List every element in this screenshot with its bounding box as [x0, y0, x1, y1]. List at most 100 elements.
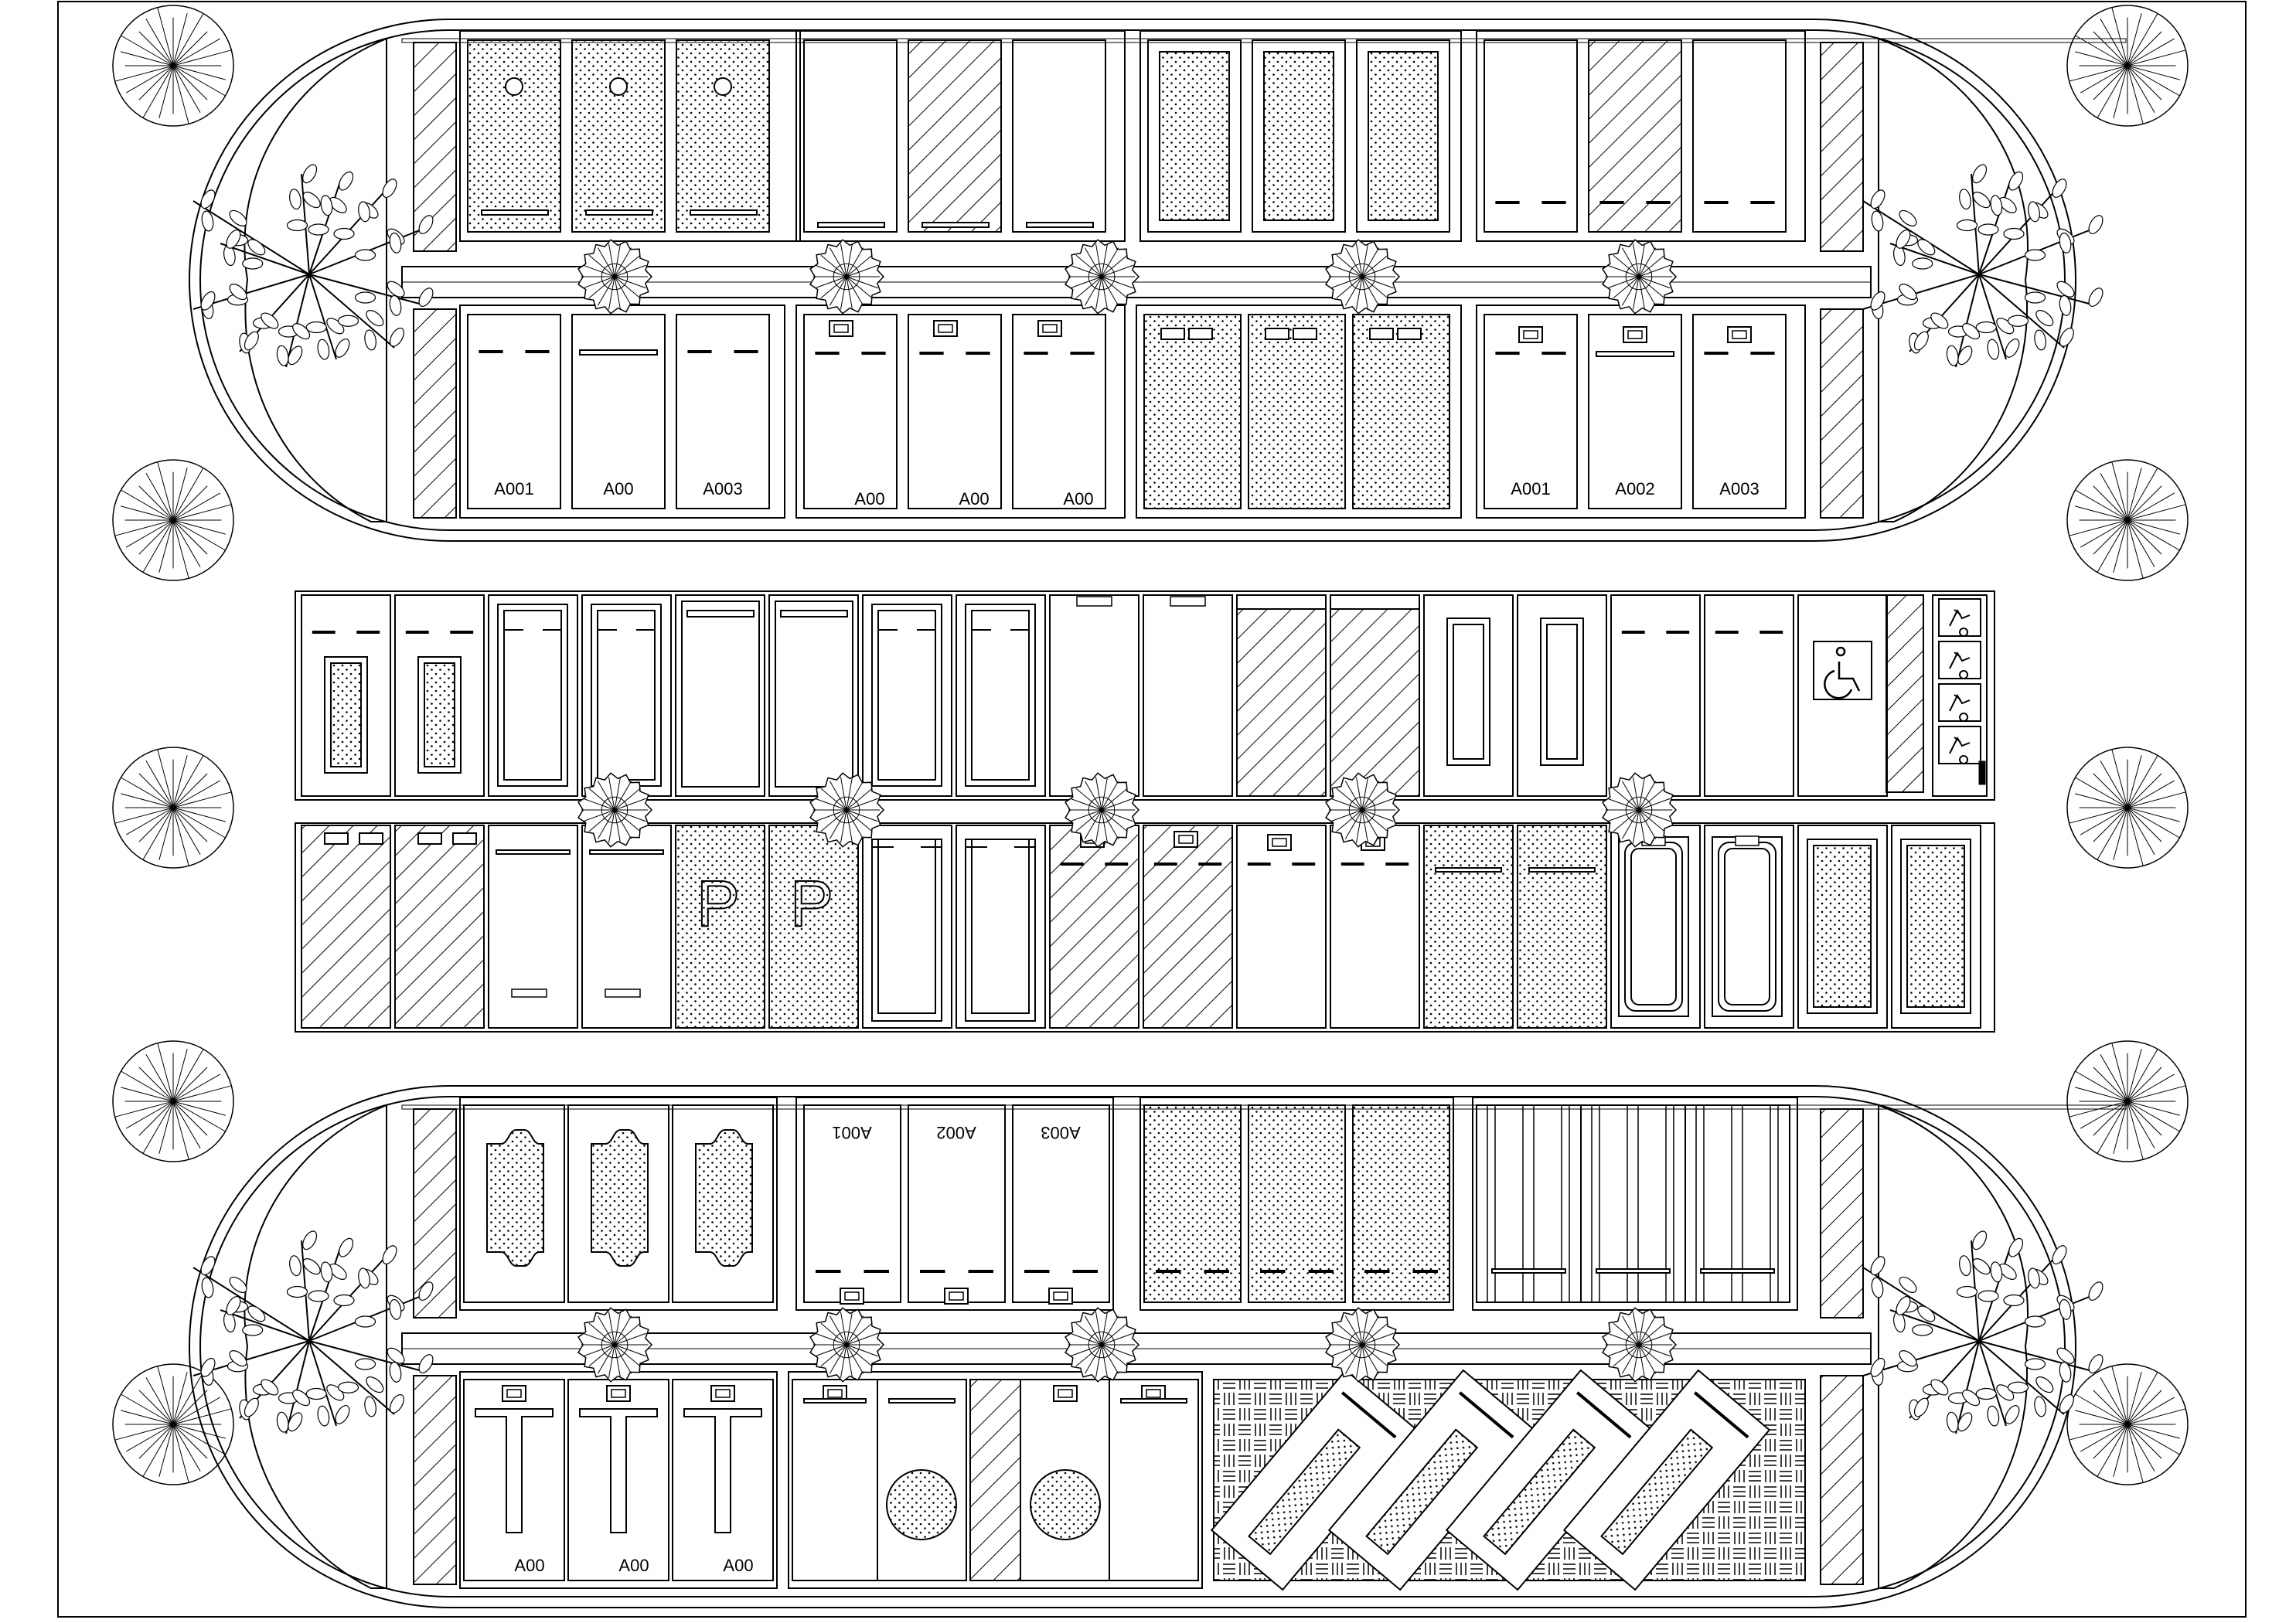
tree-branch — [2127, 13, 2142, 66]
shrub-line — [614, 1322, 641, 1346]
stall-marker — [1160, 328, 1185, 340]
stall-frame — [775, 601, 853, 788]
tree-branch — [2075, 793, 2128, 808]
shrub-core — [1348, 263, 1376, 291]
tree-limb — [220, 243, 310, 275]
tree-branch — [172, 807, 226, 839]
shrub-line — [820, 809, 847, 832]
shrub-line — [1621, 1315, 1640, 1346]
stall-frame — [965, 839, 1036, 1022]
shrub-core — [833, 796, 860, 824]
lot-outline — [189, 1085, 2076, 1608]
car-icon-inner — [611, 1389, 626, 1398]
stall — [862, 825, 952, 1029]
shrub-line — [1084, 781, 1102, 811]
stall-label: A00 — [618, 1556, 649, 1575]
tree-limb — [308, 1340, 426, 1373]
shrub-line — [583, 1332, 615, 1346]
shrub-line — [1084, 809, 1102, 839]
shrub-line — [1638, 276, 1657, 306]
stall-frame — [497, 604, 568, 787]
shrub-line — [614, 809, 621, 843]
tree-limb — [1978, 274, 2065, 349]
lot-edge — [401, 38, 2127, 43]
middle-row-lower — [295, 822, 1995, 1033]
wheel-stop-icon — [505, 77, 523, 96]
car-icon-inner — [1058, 1389, 1073, 1398]
car-icon-inner — [1272, 838, 1287, 847]
shrub-line — [1336, 1322, 1363, 1346]
tree-branch — [121, 505, 174, 521]
rounded-stall-inner — [1724, 848, 1770, 1005]
tree-leaf — [261, 312, 279, 329]
tree-branch — [172, 31, 208, 66]
shrub-plan-icon — [1602, 239, 1678, 315]
stall — [672, 1379, 774, 1581]
shrub-plan-icon — [1602, 772, 1678, 848]
stall — [1352, 314, 1450, 509]
tree-branch — [2127, 1397, 2175, 1425]
shrub-line — [1101, 276, 1108, 310]
stall-label: A00 — [854, 489, 884, 509]
tree-branch — [2093, 65, 2128, 100]
tree-branch — [121, 1087, 174, 1102]
stall-label: A00 — [514, 1556, 544, 1575]
shrub-line — [846, 276, 878, 289]
angled-stall-inner — [1248, 1428, 1361, 1556]
tree-leaf — [1972, 1230, 1988, 1250]
stall-marker — [690, 209, 758, 216]
shrub-line — [829, 247, 847, 277]
tree-branch — [2075, 1410, 2128, 1425]
tree-branch — [2127, 755, 2142, 808]
stall — [1143, 594, 1233, 797]
stall-group — [1476, 30, 1806, 242]
shrub-line — [1070, 809, 1102, 822]
tree-branch — [121, 793, 174, 808]
scooter-bay — [1932, 594, 1988, 797]
tree-branch — [172, 1067, 208, 1102]
tree-leaf — [2007, 315, 2029, 327]
tree-limb — [1862, 1267, 1980, 1342]
tree-branch — [2097, 519, 2128, 573]
stall-label: A001 — [494, 479, 533, 498]
tree-branch — [138, 485, 174, 521]
shrub-line — [588, 276, 615, 299]
tree-leaf — [200, 189, 216, 209]
scooter-stall — [1938, 683, 1981, 722]
tree-branch — [2097, 807, 2128, 860]
tree-branch — [2127, 65, 2144, 124]
shrub-line — [846, 1315, 864, 1346]
tree-leaf — [1917, 239, 1936, 256]
tree-branch — [172, 1372, 188, 1425]
tree-branch — [2069, 65, 2128, 82]
stall-marker — [1397, 328, 1422, 340]
tree-limb — [192, 200, 310, 275]
tree-branch — [2097, 1101, 2128, 1154]
tree-branch — [2093, 807, 2128, 842]
tree-branch — [157, 7, 174, 66]
tree-branch — [172, 1424, 226, 1439]
stall — [1147, 39, 1242, 233]
stall-marker — [452, 832, 477, 845]
stall — [1236, 825, 1327, 1029]
tree-canopy — [112, 747, 234, 869]
tree-branch — [2093, 1390, 2128, 1425]
tree-branch — [172, 807, 208, 842]
tree-branch — [142, 65, 174, 118]
t-stall-marker — [475, 1408, 554, 1533]
shrub-line — [1638, 254, 1665, 277]
tree-branch — [121, 35, 174, 66]
tree-branch — [2100, 760, 2128, 808]
tree-branch — [172, 1049, 188, 1102]
shrub-core — [1625, 796, 1653, 824]
tree-branch — [172, 65, 201, 114]
tree-branch — [2100, 18, 2128, 66]
car-icon-inner — [1523, 330, 1538, 339]
shrub-line — [1101, 1332, 1133, 1346]
tree-plan-icon — [2066, 459, 2189, 581]
car-icon-inner — [506, 1389, 522, 1398]
hatched-strip — [413, 308, 457, 519]
stall — [1685, 1104, 1790, 1303]
tree-leaf — [354, 1315, 376, 1328]
shrub-line — [1361, 781, 1380, 811]
